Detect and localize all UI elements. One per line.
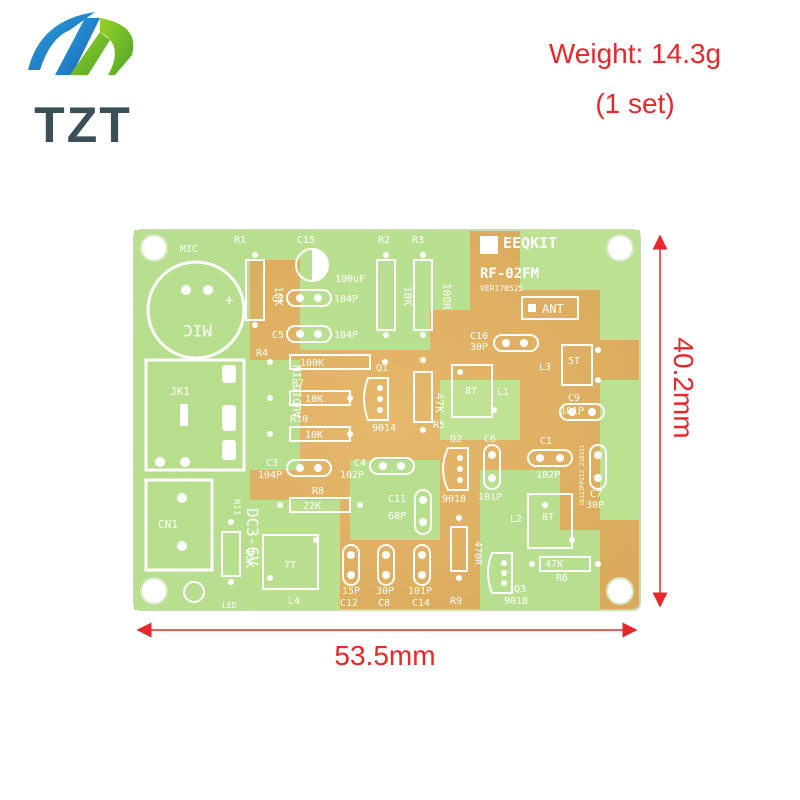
label-version: VER170525 (480, 284, 524, 293)
label-c7-value: 30P (586, 500, 604, 511)
label-jk1: JK1 (170, 385, 190, 398)
label-l1: L1 (497, 387, 509, 398)
label-r5-value: 47K (433, 393, 446, 413)
label-q3-type: 9018 (504, 596, 528, 607)
label-c9: C9 (568, 393, 580, 404)
label-l2: L2 (510, 514, 522, 525)
label-c1-value: 102P (536, 470, 560, 481)
label-r2-value: 10K (401, 286, 414, 306)
label-c6-value: 101P (478, 492, 502, 503)
logo-text: TZT (34, 97, 132, 153)
label-c2: C2 (272, 294, 284, 305)
label-r11: R11 (231, 499, 241, 515)
label-r11-value: 10K (243, 548, 256, 568)
label-c5-value: 104P (334, 330, 358, 341)
label-c4-value: 102P (340, 470, 364, 481)
label-c7: C7 (590, 489, 602, 500)
label-c11-value: 68P (388, 511, 406, 522)
label-r10: R10 (290, 414, 308, 425)
label-c3-value: 104P (258, 470, 282, 481)
label-c3: C3 (266, 458, 278, 469)
label-c15: C15 (297, 235, 315, 246)
label-l3-value: 5T (568, 356, 580, 367)
label-cn1: CN1 (158, 518, 178, 531)
label-r9-value: 470R (472, 541, 483, 566)
label-r4: R4 (256, 348, 268, 359)
label-r9: R9 (450, 596, 462, 607)
width-dimension-label: 53.5mm (334, 640, 436, 671)
label-l1-value: 8T (465, 386, 477, 397)
label-r1: R1 (234, 235, 246, 246)
label-q1-type: 9014 (372, 423, 396, 434)
label-r10-value: 10K (305, 430, 323, 441)
weight-label: Weight: 14.3g (548, 38, 722, 69)
label-r6: R6 (556, 573, 568, 584)
label-c11: C11 (388, 494, 406, 505)
pcb-board: + (133, 229, 641, 611)
label-r8: R8 (312, 486, 324, 497)
label-c12-value: 15P (342, 586, 360, 597)
label-model: RF-02FM (480, 266, 539, 282)
label-serial: 18122FP212_210331 (579, 444, 586, 506)
label-q2: Q2 (450, 434, 462, 445)
label-c1: C1 (540, 436, 552, 447)
label-c8: C8 (378, 598, 390, 609)
label-audio-in: AUDIO IN (291, 365, 304, 418)
label-l4-value: 7T (284, 560, 296, 571)
label-c6: C6 (484, 434, 496, 445)
label-q2-type: 9018 (442, 494, 466, 505)
label-dc: DC3-6V (243, 508, 262, 566)
label-c4: C4 (354, 458, 366, 469)
label-r7: R7 (292, 378, 304, 389)
label-c9-value: 101P (560, 406, 584, 417)
label-r7-value: 10K (305, 394, 323, 405)
label-c14-value: 101P (408, 586, 432, 597)
label-c8-value: 30P (376, 586, 394, 597)
weight-set-label: (1 set) (595, 88, 675, 119)
label-r6-value: 47K (545, 559, 563, 570)
label-l2-value: 8T (542, 512, 554, 523)
label-r8-value: 22K (303, 501, 321, 512)
label-q3: Q3 (514, 584, 526, 595)
label-c15-value: 100uF (335, 274, 365, 285)
height-dimension-label: 40.2mm (668, 337, 699, 439)
label-r3-value: 100R (440, 283, 453, 310)
label-c2-value: 104P (334, 294, 358, 305)
label-brand: EEQKIT (503, 234, 557, 252)
label-ant: ANT (542, 302, 564, 316)
svg-text:+: + (225, 293, 233, 309)
label-c10: C10 (470, 331, 488, 342)
label-l4: L4 (288, 596, 300, 607)
label-r1-value: 10K (272, 286, 285, 306)
brand-logo (28, 12, 134, 75)
label-c5: C5 (272, 330, 284, 341)
label-c14: C14 (412, 598, 430, 609)
label-r3: R3 (412, 235, 424, 246)
label-l3: L3 (539, 362, 551, 373)
label-q1: Q1 (376, 363, 388, 374)
label-led: LED (222, 601, 237, 610)
label-mic: MIC (180, 244, 198, 255)
label-r4-value: 100K (300, 358, 324, 369)
label-mic-mirror: MIC (183, 321, 212, 340)
label-r2: R2 (378, 235, 390, 246)
label-r5: R5 (433, 420, 445, 431)
label-c12: C12 (340, 598, 358, 609)
label-c10-value: 30P (470, 342, 488, 353)
